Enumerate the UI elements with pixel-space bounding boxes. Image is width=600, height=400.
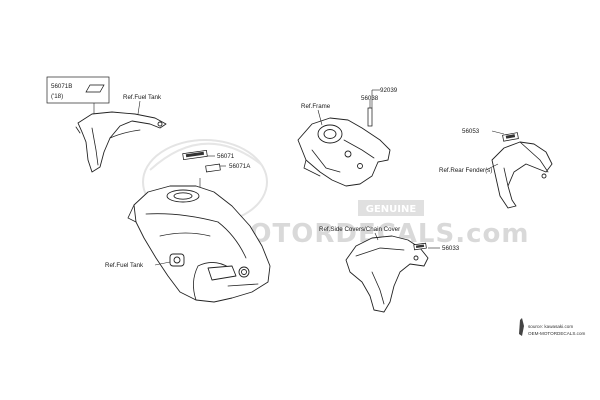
callout-56071b: 56071B ('18) [46, 76, 110, 115]
label-ref-frame: Ref.Frame [301, 103, 331, 110]
frame-part [297, 117, 391, 187]
watermark-badge-text: GENUINE [366, 204, 417, 215]
label-92039: 92039 [380, 87, 398, 94]
source-line-1: source: kawasaki.com [528, 324, 573, 329]
label-56033: 56033 [442, 245, 460, 252]
label-56071b-note: ('18) [51, 93, 63, 100]
watermark-badge [358, 200, 424, 216]
label-ref-fuel-tank-top: Ref.Fuel Tank [123, 94, 162, 101]
decals-56071 [182, 149, 226, 173]
source-line-2: OEM-MOTORDECALS.com [528, 331, 586, 336]
label-56071b: 56071B [51, 83, 72, 90]
decal-56071b [85, 84, 105, 93]
tank-cover-part [75, 111, 167, 173]
label-56038: 56038 [361, 95, 379, 102]
label-ref-fuel-tank-left: Ref.Fuel Tank [105, 262, 144, 269]
fuel-tank-part [127, 185, 271, 303]
label-56071a: 56071A [229, 163, 251, 170]
label-56053: 56053 [462, 128, 480, 135]
source-credit: source: kawasaki.com OEM-MOTORDECALS.com [519, 318, 586, 336]
chain-cover-part [345, 235, 440, 313]
parts-56038-92039 [367, 89, 380, 127]
source-logo-icon [519, 318, 524, 336]
label-ref-rear-fender: Ref.Rear Fender(s) [439, 167, 492, 174]
label-56071: 56071 [217, 153, 235, 160]
label-ref-side-covers: Ref.Side Covers/Chain Cover [319, 226, 400, 233]
rear-fender-part [491, 130, 553, 209]
